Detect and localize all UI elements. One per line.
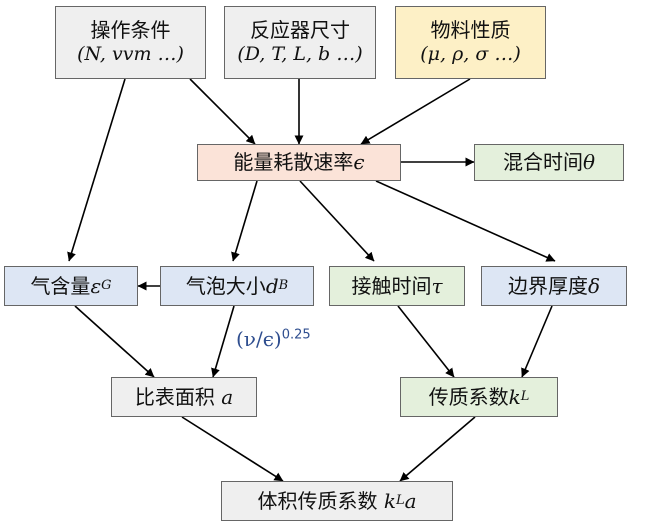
specific-area-label: 比表面积	[134, 384, 222, 409]
volumetric-coef-label: 体积传质系数	[257, 488, 384, 513]
gas-holdup-subscript: G	[101, 277, 112, 293]
operating-conditions-node: 操作条件 (N, vvm …)	[55, 6, 206, 79]
edge-operating-to-energy	[189, 78, 256, 145]
edge-energy-to-bubble-size	[231, 180, 258, 262]
mass-transfer-coef-label: 传质系数	[428, 384, 509, 409]
operating-conditions-params: (N, vvm …)	[77, 43, 184, 66]
edge-bubble-to-area	[211, 305, 235, 378]
volumetric-coef-subscript: L	[395, 492, 405, 508]
mixing-time-symbol: θ	[582, 150, 596, 174]
scaling-annotation: (ν/ϵ)0.25	[236, 327, 311, 351]
mass-transfer-coef-subscript: L	[520, 388, 530, 404]
bubble-size-subscript: B	[278, 277, 289, 293]
reactor-size-node: 反应器尺寸 (D, T, L, b …)	[224, 6, 376, 79]
specific-area-node: 比表面积 a	[111, 377, 257, 417]
material-properties-params: (μ, ρ, σ …)	[420, 43, 521, 66]
boundary-thickness-symbol: δ	[587, 273, 601, 298]
energy-dissipation-symbol: ϵ	[353, 150, 365, 174]
volumetric-coef-symbol: k	[383, 488, 396, 513]
edge-boundary-to-coef	[521, 305, 553, 378]
volumetric-coef-symbol2: a	[404, 488, 417, 513]
bubble-size-label: 气泡大小	[185, 273, 266, 298]
edge-contact-time-to-coef	[397, 305, 455, 378]
edge-area-to-volumetric	[181, 416, 284, 482]
reactor-size-label: 反应器尺寸	[250, 18, 350, 43]
edge-material-to-energy	[360, 78, 471, 145]
gas-holdup-label: 气含量	[30, 273, 91, 298]
contact-time-symbol: τ	[431, 273, 443, 298]
contact-time-label: 接触时间	[351, 273, 432, 298]
gas-holdup-symbol: ε	[90, 273, 102, 298]
mass-transfer-coef-symbol: k	[508, 384, 521, 409]
edge-energy-to-contact-time	[299, 180, 375, 262]
scaling-annotation-base: (ν/ϵ)	[236, 327, 282, 351]
reactor-size-params: (D, T, L, b …)	[237, 43, 363, 66]
edge-operating-to-gas-holdup	[67, 78, 126, 262]
scaling-annotation-exponent: 0.25	[281, 327, 311, 343]
specific-area-symbol: a	[221, 384, 234, 409]
material-properties-label: 物料性质	[430, 18, 511, 43]
energy-dissipation-label: 能量耗散速率	[233, 150, 354, 174]
operating-conditions-label: 操作条件	[90, 18, 171, 43]
bubble-size-symbol: d	[265, 273, 279, 298]
edge-energy-to-boundary	[375, 180, 556, 262]
material-properties-node: 物料性质 (μ, ρ, σ …)	[395, 6, 546, 79]
edge-gas-holdup-to-area	[74, 305, 155, 378]
edge-coef-to-volumetric	[399, 416, 476, 482]
boundary-thickness-label: 边界厚度	[507, 273, 588, 298]
mixing-time-label: 混合时间	[502, 150, 583, 174]
